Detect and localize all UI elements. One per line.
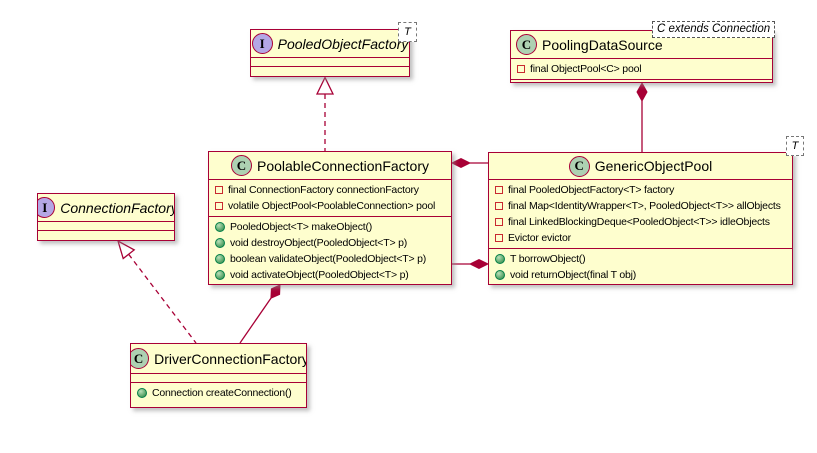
method-icon [215, 254, 225, 264]
field-icon [495, 218, 503, 226]
fields-compartment-empty [131, 373, 306, 382]
class-title: C GenericObjectPool [489, 153, 792, 179]
class-name: PooledObjectFactory [277, 35, 409, 52]
field-row: final Map<IdentityWrapper<T>, PooledObje… [489, 198, 792, 214]
class-box-pooledobjectfactory: I PooledObjectFactory [250, 29, 410, 77]
method-text: T borrowObject() [510, 253, 586, 265]
field-row: Evictor evictor [489, 230, 792, 246]
realization-poolableconnectionfactory-implements-pooledobjectfactory [315, 76, 335, 151]
class-badge-icon: C [568, 155, 590, 177]
field-icon [495, 202, 503, 210]
fields-compartment-empty [38, 221, 174, 230]
method-text: boolean validateObject(PooledObject<T> p… [230, 253, 427, 265]
method-row: PooledObject<T> makeObject() [209, 219, 451, 235]
class-title: I PooledObjectFactory [251, 30, 409, 57]
class-box-genericobjectpool: C GenericObjectPool final PooledObjectFa… [488, 152, 793, 285]
field-text: volatile ObjectPool<PoolableConnection> … [228, 200, 436, 212]
class-box-connectionfactory: I ConnectionFactory [37, 193, 175, 241]
methods-compartment: T borrowObject() void returnObject(final… [489, 248, 792, 285]
method-row: boolean validateObject(PooledObject<T> p… [209, 251, 451, 267]
field-text: final ConnectionFactory connectionFactor… [228, 184, 419, 196]
method-icon [215, 270, 225, 280]
method-text: PooledObject<T> makeObject() [230, 221, 373, 233]
composition-poolableconnectionfactory-owns-driverconnectionfactory [239, 284, 281, 344]
interface-badge-icon: I [251, 33, 273, 54]
class-box-poolableconnectionfactory: C PoolableConnectionFactory final Connec… [208, 151, 452, 285]
field-icon [215, 202, 223, 210]
field-row: final LinkedBlockingDeque<PooledObject<T… [489, 214, 792, 230]
class-name: PoolingDataSource [542, 36, 663, 53]
method-row: void destroyObject(PooledObject<T> p) [209, 235, 451, 251]
fields-compartment-empty [251, 57, 409, 66]
field-text: final ObjectPool<C> pool [530, 63, 642, 75]
class-badge-icon: C [131, 348, 150, 369]
method-icon [137, 388, 147, 398]
method-icon [495, 270, 505, 280]
methods-compartment-empty [38, 230, 174, 239]
field-row: final ConnectionFactory connectionFactor… [209, 182, 451, 198]
composition-poolingdatasource-pool-genericobjectpool [636, 81, 648, 152]
method-icon [215, 238, 225, 248]
method-row: void returnObject(final T obj) [489, 267, 792, 283]
method-text: void destroyObject(PooledObject<T> p) [230, 237, 408, 249]
interface-badge-icon: I [38, 197, 56, 218]
field-text: final Map<IdentityWrapper<T>, PooledObje… [508, 200, 781, 212]
method-icon [495, 254, 505, 264]
method-row: void activateObject(PooledObject<T> p) [209, 267, 451, 283]
field-text: Evictor evictor [508, 232, 571, 244]
class-title: C DriverConnectionFactory [131, 344, 306, 373]
field-text: final PooledObjectFactory<T> factory [508, 184, 675, 196]
class-badge-icon: C [516, 34, 537, 55]
class-title: C PoolingDataSource [511, 31, 772, 58]
methods-compartment-empty [251, 66, 409, 75]
class-title: I ConnectionFactory [38, 194, 174, 221]
class-box-driverconnectionfactory: C DriverConnectionFactory Connection cre… [130, 343, 307, 408]
method-text: void activateObject(PooledObject<T> p) [230, 269, 409, 281]
field-text: final LinkedBlockingDeque<PooledObject<T… [508, 216, 770, 228]
generic-type-badge: T [786, 136, 804, 156]
methods-compartment: Connection createConnection() [131, 382, 306, 403]
realization-driverconnectionfactory-implements-connectionfactory [116, 239, 197, 344]
field-icon [215, 186, 223, 194]
field-icon [495, 234, 503, 242]
field-row: volatile ObjectPool<PoolableConnection> … [209, 198, 451, 214]
class-name: GenericObjectPool [594, 158, 713, 174]
method-row: T borrowObject() [489, 251, 792, 267]
class-name: PoolableConnectionFactory [257, 157, 429, 174]
field-row: final PooledObjectFactory<T> factory [489, 182, 792, 198]
class-title: C PoolableConnectionFactory [209, 152, 451, 179]
field-icon [495, 186, 503, 194]
method-text: Connection createConnection() [152, 387, 292, 399]
fields-compartment: final ConnectionFactory connectionFactor… [209, 179, 451, 216]
generic-type-badge: T [398, 22, 417, 42]
class-name: ConnectionFactory [60, 199, 174, 216]
class-box-poolingdatasource: C PoolingDataSource final ObjectPool<C> … [510, 30, 773, 83]
methods-compartment-empty [511, 79, 772, 88]
fields-compartment: final ObjectPool<C> pool [511, 58, 772, 79]
field-icon [517, 65, 525, 73]
method-text: void returnObject(final T obj) [510, 269, 637, 281]
generic-constraint-note: C extends Connection [652, 21, 776, 38]
field-row: final ObjectPool<C> pool [511, 61, 772, 77]
methods-compartment: PooledObject<T> makeObject() void destro… [209, 216, 451, 285]
method-row: Connection createConnection() [131, 385, 306, 401]
composition-poolableconnectionfactory-pool-genericobjectpool [450, 157, 488, 169]
fields-compartment: final PooledObjectFactory<T> factory fin… [489, 179, 792, 248]
class-badge-icon: C [231, 155, 252, 176]
composition-genericobjectpool-factory-poolableconnectionfactory [452, 258, 490, 270]
method-icon [215, 222, 225, 232]
class-name: DriverConnectionFactory [154, 350, 306, 367]
